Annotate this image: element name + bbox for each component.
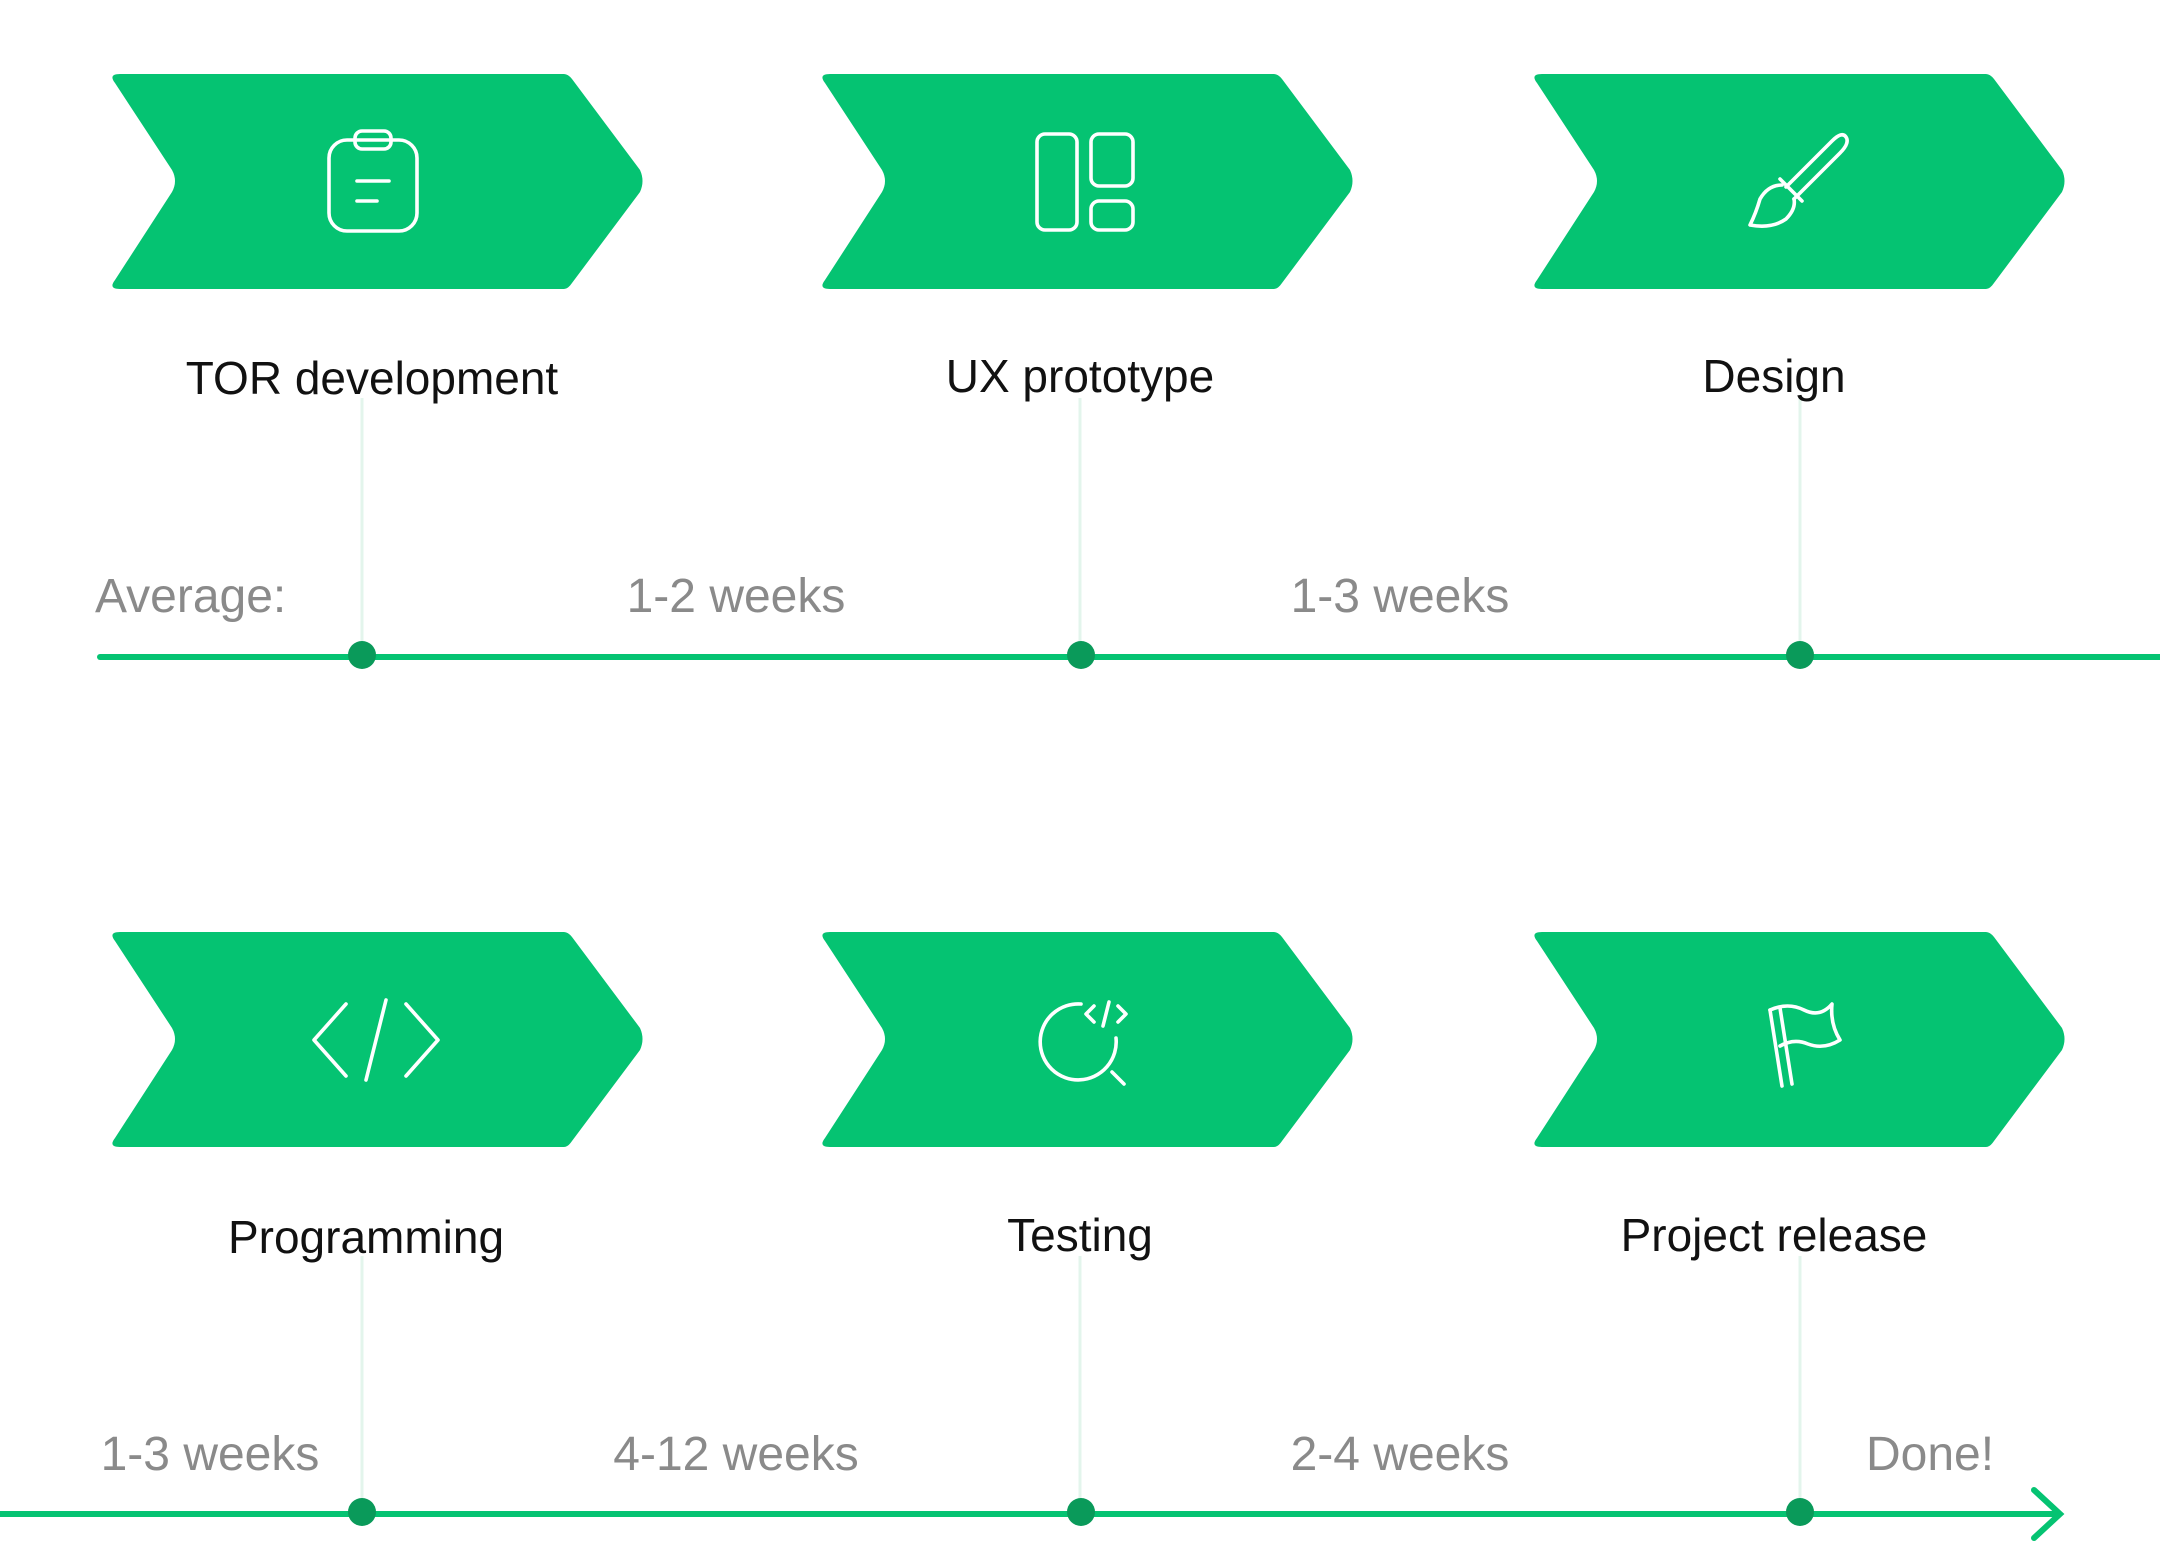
stage-label: Design — [1702, 350, 1845, 402]
timeline-row-1: TOR development UX prototype Design Aver… — [95, 74, 2160, 669]
stage-label: Testing — [1007, 1209, 1153, 1261]
duration-label: 4-12 weeks — [613, 1428, 858, 1481]
duration-label-done: Done! — [1866, 1428, 1994, 1481]
duration-label: 1-2 weeks — [627, 570, 846, 623]
code-search-icon — [1038, 1000, 1128, 1086]
duration-label: 1-3 weeks — [101, 1428, 320, 1481]
milestone-dot — [1786, 641, 1814, 669]
duration-label: 2-4 weeks — [1291, 1428, 1510, 1481]
stage-label: TOR development — [186, 352, 559, 404]
code-brackets-icon — [312, 998, 440, 1082]
duration-label: 1-3 weeks — [1291, 570, 1510, 623]
milestone-dot — [1786, 1498, 1814, 1526]
stage-chevron-testing — [822, 932, 1353, 1147]
milestone-dot — [1067, 641, 1095, 669]
arrow-head-icon — [2031, 1487, 2065, 1541]
milestone-dot — [348, 641, 376, 669]
flag-icon — [1768, 1002, 1842, 1088]
stage-chevron-project-release — [1534, 932, 2065, 1147]
stage-chevron-design — [1534, 74, 2065, 289]
milestone-dot — [1067, 1498, 1095, 1526]
timeline-row-2: Programming Testing Project release 1-3 … — [0, 932, 2065, 1541]
layout-panels-icon — [1035, 132, 1135, 232]
stage-label: UX prototype — [946, 350, 1214, 402]
duration-label: Average: — [95, 570, 286, 623]
stage-label: Project release — [1621, 1209, 1928, 1261]
milestone-dot — [348, 1498, 376, 1526]
clipboard-icon — [327, 129, 419, 233]
paintbrush-icon — [1748, 132, 1849, 228]
stage-chevron-ux-prototype — [822, 74, 1353, 289]
stage-label: Programming — [228, 1211, 504, 1263]
